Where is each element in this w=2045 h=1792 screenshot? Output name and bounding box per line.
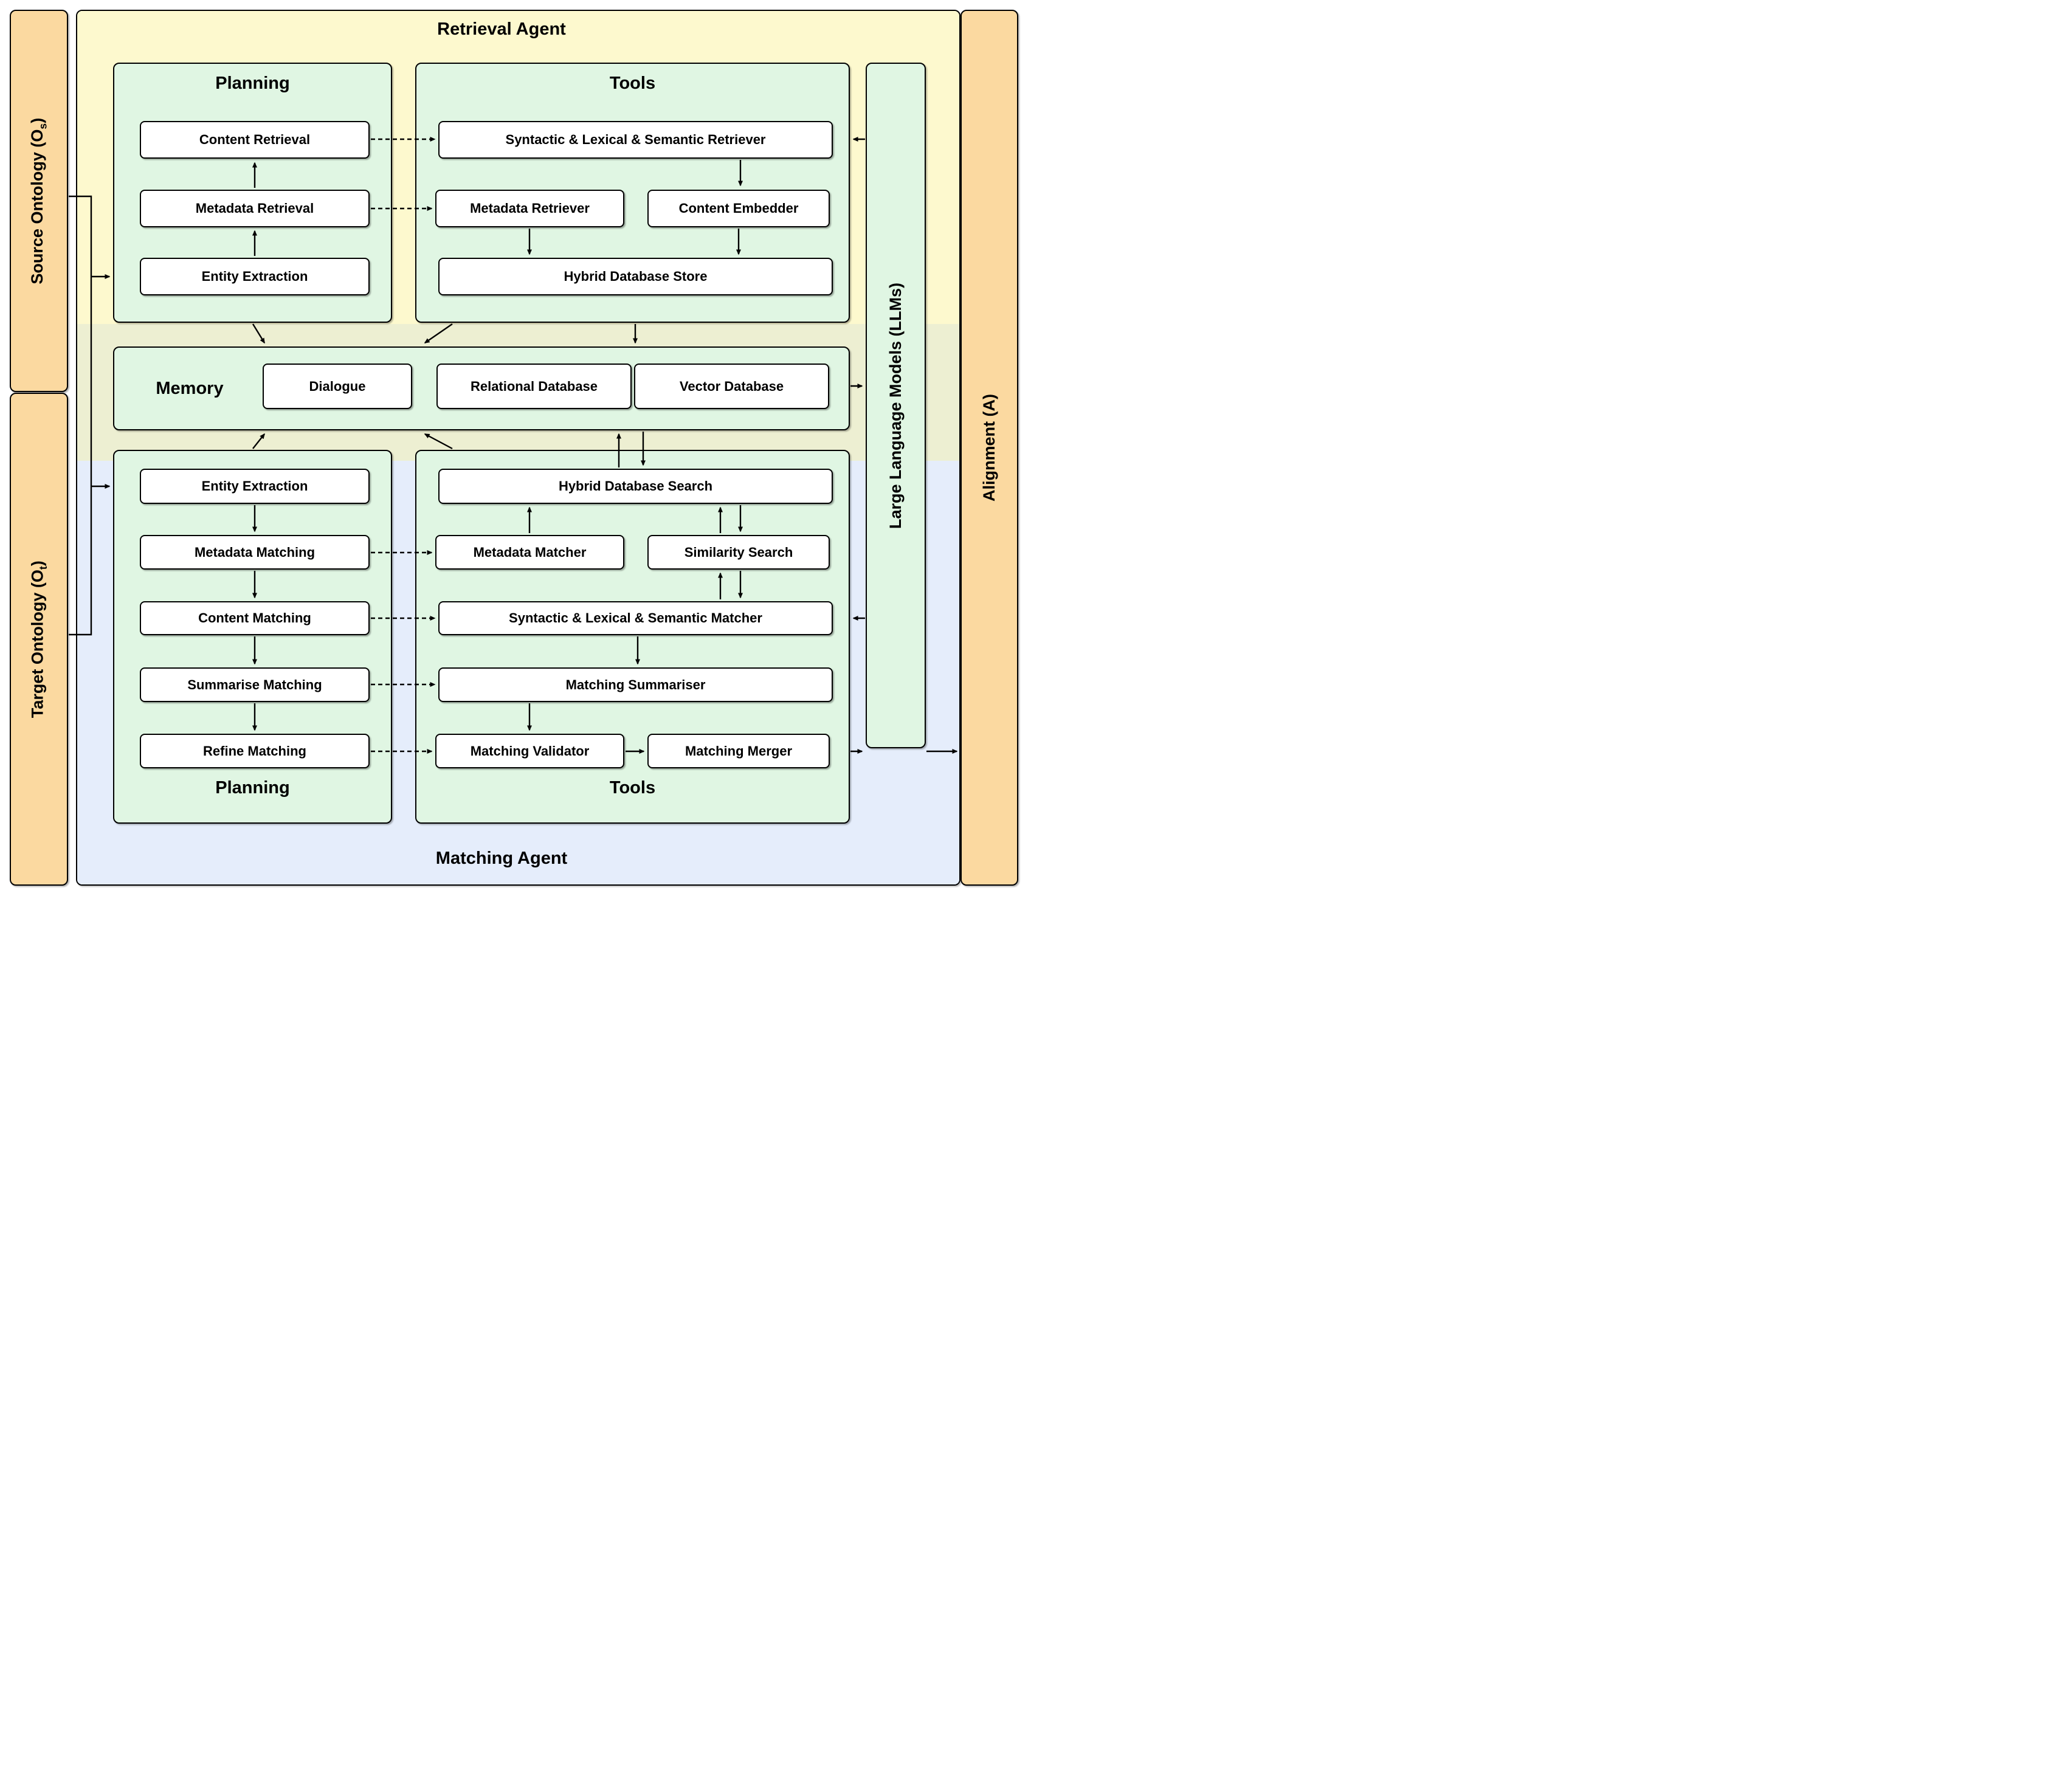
node-syntactic-lexical-semantic-matcher: Syntactic & Lexical & Semantic Matcher (438, 601, 833, 635)
node-matching-validator: Matching Validator (435, 734, 624, 768)
node-metadata-retriever: Metadata Retriever (435, 190, 624, 227)
node-hybrid-database-store: Hybrid Database Store (438, 258, 833, 295)
memory-title: Memory (156, 378, 224, 398)
node-hybrid-database-search: Hybrid Database Search (438, 469, 833, 504)
retrieval-agent-title: Retrieval Agent (437, 19, 566, 39)
node-summarise-matching: Summarise Matching (140, 667, 370, 702)
node-similarity-search: Similarity Search (647, 535, 830, 570)
node-relational-database: Relational Database (436, 364, 632, 409)
llm-bar: Large Language Models (LLMs) (866, 63, 926, 748)
matching-planning-title: Planning (215, 778, 290, 798)
node-vector-database: Vector Database (634, 364, 829, 409)
node-refine-matching: Refine Matching (140, 734, 370, 768)
node-metadata-retrieval: Metadata Retrieval (140, 190, 370, 227)
node-metadata-matcher: Metadata Matcher (435, 535, 624, 570)
node-dialogue: Dialogue (263, 364, 412, 409)
llm-bar-label: Large Language Models (LLMs) (886, 282, 905, 529)
node-entity-extraction-matching: Entity Extraction (140, 469, 370, 504)
node-syntactic-lexical-semantic-retriever: Syntactic & Lexical & Semantic Retriever (438, 121, 833, 159)
node-matching-summariser: Matching Summariser (438, 667, 833, 702)
node-metadata-matching: Metadata Matching (140, 535, 370, 570)
source-ontology-bar: Source Ontology (Os) (10, 10, 68, 392)
alignment-bar-label: Alignment (A) (980, 394, 999, 501)
matching-agent-title: Matching Agent (435, 849, 568, 868)
alignment-bar: Alignment (A) (960, 10, 1018, 886)
node-content-matching: Content Matching (140, 601, 370, 635)
node-matching-merger: Matching Merger (647, 734, 830, 768)
matching-tools-title: Tools (609, 778, 656, 798)
target-ontology-bar: Target Ontology (Ot) (10, 393, 68, 886)
source-ontology-label: Source Ontology (Os) (28, 117, 49, 284)
retrieval-planning-title: Planning (215, 74, 290, 93)
target-ontology-label: Target Ontology (Ot) (28, 560, 49, 718)
node-content-embedder: Content Embedder (647, 190, 830, 227)
retrieval-tools-title: Tools (609, 74, 656, 93)
node-content-retrieval: Content Retrieval (140, 121, 370, 159)
ontology-matching-architecture-diagram: Retrieval Agent Matching Agent Source On… (0, 0, 1022, 896)
node-entity-extraction-retrieval: Entity Extraction (140, 258, 370, 295)
